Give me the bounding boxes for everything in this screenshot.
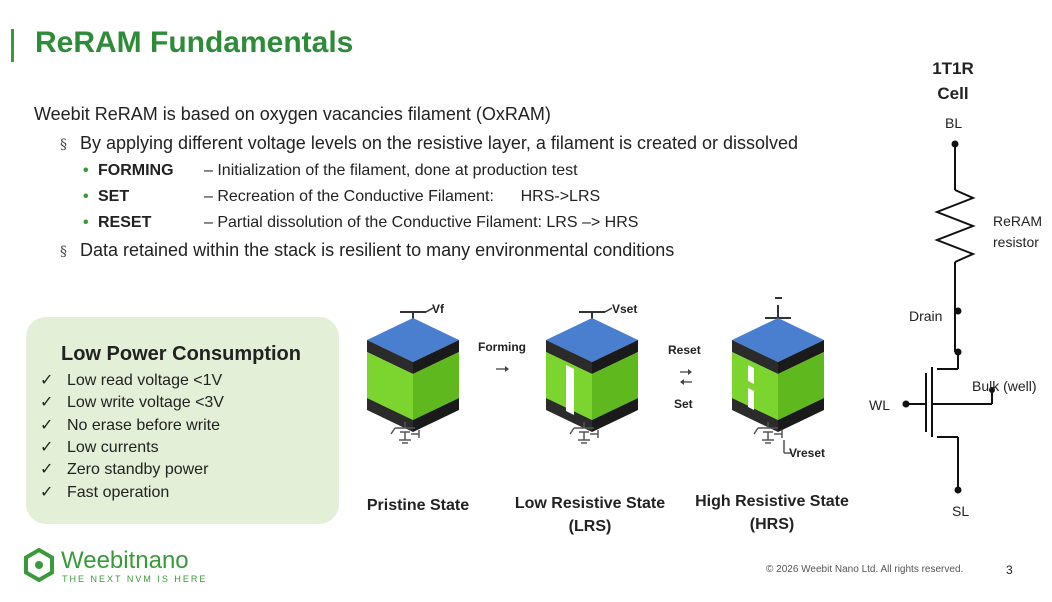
low-power-item: ✓ Fast operation (40, 482, 169, 502)
sl-label: SL (952, 503, 970, 519)
sub-item-set: • SET – Recreation of the Conductive Filam… (83, 188, 601, 206)
bulk-label: Bulk (well) (972, 378, 1037, 394)
sub-item-desc: – Partial dissolution of the Conductive … (204, 214, 639, 231)
set-label: Set (674, 397, 693, 411)
low-power-item-text: Low read voltage <1V (67, 372, 223, 389)
pristine-state-label: Pristine State (366, 497, 470, 514)
section-bullet-icon: § (60, 244, 67, 260)
sub-item-desc: – Initialization of the filament, done a… (204, 162, 578, 179)
filament-partial (748, 388, 754, 410)
weebit-logo-icon (24, 548, 54, 582)
sub-item-term: FORMING (98, 162, 174, 179)
forming-arrow-icon (496, 366, 509, 372)
low-power-item: ✓ Low write voltage <3V (40, 392, 224, 412)
page-number: 3 (1006, 563, 1013, 577)
resistor-icon (934, 189, 976, 263)
lrs-label-line1: Low Resistive State (514, 495, 666, 512)
vset-label: Vset (612, 302, 638, 316)
hrs-label-line2: (HRS) (749, 516, 795, 533)
low-power-item-text: Fast operation (67, 484, 170, 501)
forming-label: Forming (478, 340, 526, 354)
reram-state-diagram (367, 297, 824, 454)
checkmark-icon: ✓ (40, 484, 54, 501)
low-power-item-text: Zero standby power (67, 461, 209, 478)
bullet-1: § By applying different voltage levels on… (60, 133, 798, 154)
sub-item-forming: • FORMING – Initialization of the filament… (83, 162, 578, 180)
vreset-label: Vreset (789, 446, 826, 460)
drain-label: Drain (909, 308, 943, 324)
low-power-item: ✓ Low read voltage <1V (40, 370, 222, 390)
hrs-cube (732, 297, 824, 454)
sub-item-reset: • RESET – Partial dissolution of the Condu… (83, 214, 639, 232)
title-accent-bar (11, 29, 14, 62)
low-power-title: Low Power Consumption (61, 343, 301, 365)
pristine-cube (367, 307, 459, 444)
reram-label-line2: resistor (993, 234, 1039, 250)
logo-tagline: THE NEXT NVM IS HERE (62, 574, 208, 584)
checkmark-icon: ✓ (40, 394, 54, 411)
slide-title: ReRAM Fundamentals (35, 26, 354, 59)
hrs-label-line1: High Resistive State (695, 493, 849, 510)
1t1r-schematic (902, 140, 995, 494)
bl-label: BL (945, 115, 963, 131)
bullet-2-text: Data retained within the stack is resili… (80, 240, 675, 260)
wl-label: WL (869, 397, 890, 413)
bullet-2: § Data retained within the stack is resil… (60, 240, 674, 261)
lrs-cube (546, 307, 638, 444)
copyright-text: © 2026 Weebit Nano Ltd. All rights reser… (766, 564, 964, 575)
cell-title: 1T1R Cell (918, 56, 988, 106)
low-power-item: ✓ Low currents (40, 437, 159, 457)
sub-item-term: SET (98, 188, 130, 205)
low-power-item-text: Low currents (67, 439, 159, 456)
low-power-item-text: Low write voltage <3V (67, 394, 224, 411)
bullet-dot-icon: • (83, 188, 89, 205)
low-power-panel (26, 317, 339, 524)
filament (566, 365, 574, 415)
cell-title-line1: 1T1R (932, 59, 974, 78)
checkmark-icon: ✓ (40, 417, 54, 434)
checkmark-icon: ✓ (40, 439, 54, 456)
low-power-item: ✓ Zero standby power (40, 459, 208, 479)
sub-item-term: RESET (98, 214, 152, 231)
reset-set-arrows-icon (680, 369, 692, 385)
vf-label: Vf (432, 302, 444, 316)
lrs-label-line2: (LRS) (568, 518, 612, 535)
checkmark-icon: ✓ (40, 461, 54, 478)
low-power-item: ✓ No erase before write (40, 415, 220, 435)
logo-text: Weebitnano (61, 547, 189, 574)
bullet-dot-icon: • (83, 214, 89, 231)
intro-text: Weebit ReRAM is based on oxygen vacancie… (34, 104, 551, 124)
cell-title-line2: Cell (937, 84, 969, 103)
bullet-dot-icon: • (83, 162, 89, 179)
sub-item-desc: – Recreation of the Conductive Filament:… (204, 188, 601, 205)
reset-label: Reset (668, 343, 701, 357)
bullet-1-text: By applying different voltage levels on … (80, 133, 799, 153)
section-bullet-icon: § (60, 137, 67, 153)
low-power-item-text: No erase before write (67, 417, 220, 434)
filament-partial (748, 365, 754, 384)
checkmark-icon: ✓ (40, 372, 54, 389)
reram-label-line1: ReRAM (993, 213, 1043, 229)
